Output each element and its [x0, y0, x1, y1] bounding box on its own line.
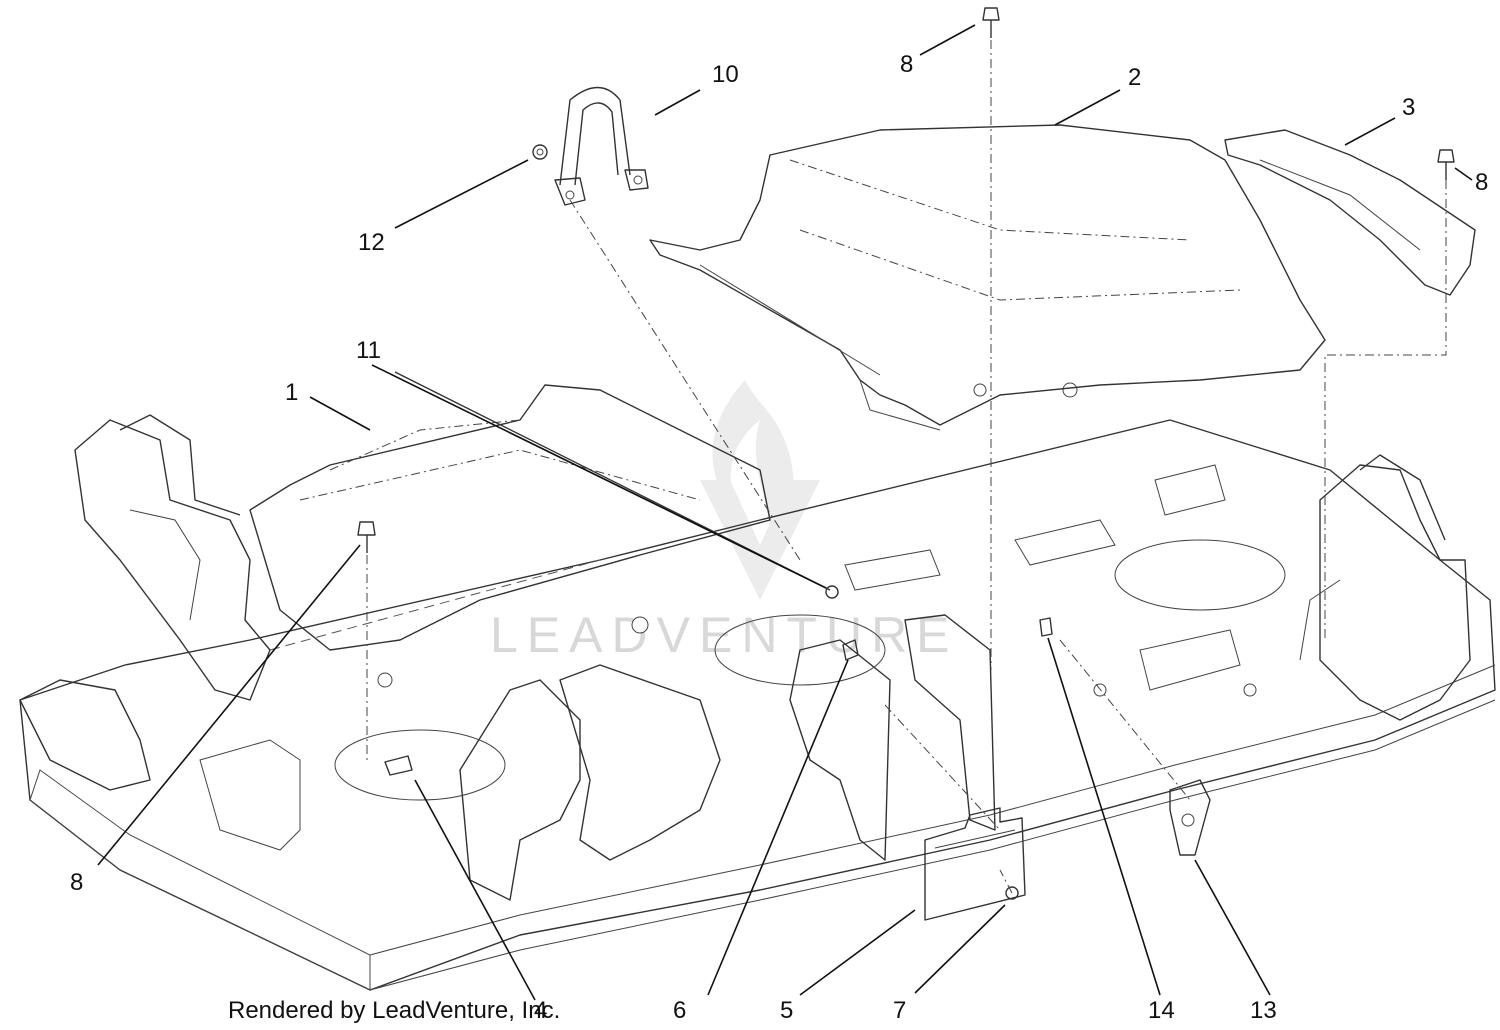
callout-4: 4 [534, 997, 547, 1024]
callout-8-left: 8 [70, 869, 83, 896]
callout-13: 13 [1250, 997, 1277, 1024]
assembly-center-lines [269, 40, 1447, 894]
mower-deck-outline [19, 382, 1496, 991]
callout-1: 1 [285, 379, 298, 406]
callout-10: 10 [712, 61, 739, 88]
nut-part-7-icon [1005, 886, 1019, 900]
top-cover-outline [649, 124, 1326, 431]
callout-12: 12 [358, 229, 385, 256]
callout-8-top: 8 [900, 51, 913, 78]
side-panel-outline [1224, 129, 1476, 296]
callout-8-right: 8 [1475, 169, 1488, 196]
callout-7: 7 [893, 997, 906, 1024]
callout-6: 6 [673, 997, 686, 1024]
clip-part-6-icon [842, 639, 859, 661]
u-bolt-handle [554, 86, 649, 206]
leader-lines [97, 24, 1473, 1001]
credit-text: Rendered by LeadVenture, Inc. [228, 997, 560, 1024]
bolt-part-8-icon [357, 7, 1455, 553]
nut-part-12-icon [532, 144, 548, 160]
callout-14: 14 [1148, 997, 1175, 1024]
callouts: 1 2 3 4 5 6 7 8 8 8 10 11 12 13 14 [70, 51, 1488, 1024]
callout-3: 3 [1402, 94, 1415, 121]
callout-5: 5 [780, 997, 793, 1024]
callout-2: 2 [1128, 64, 1141, 91]
bracket-part-5 [924, 807, 1026, 921]
clip-part-4-icon [384, 755, 413, 776]
watermark-text: LEADVENTURE [490, 607, 959, 663]
screw-part-14-icon [1039, 617, 1053, 637]
watermark-logo-icon [700, 380, 820, 600]
callout-11: 11 [356, 337, 381, 364]
